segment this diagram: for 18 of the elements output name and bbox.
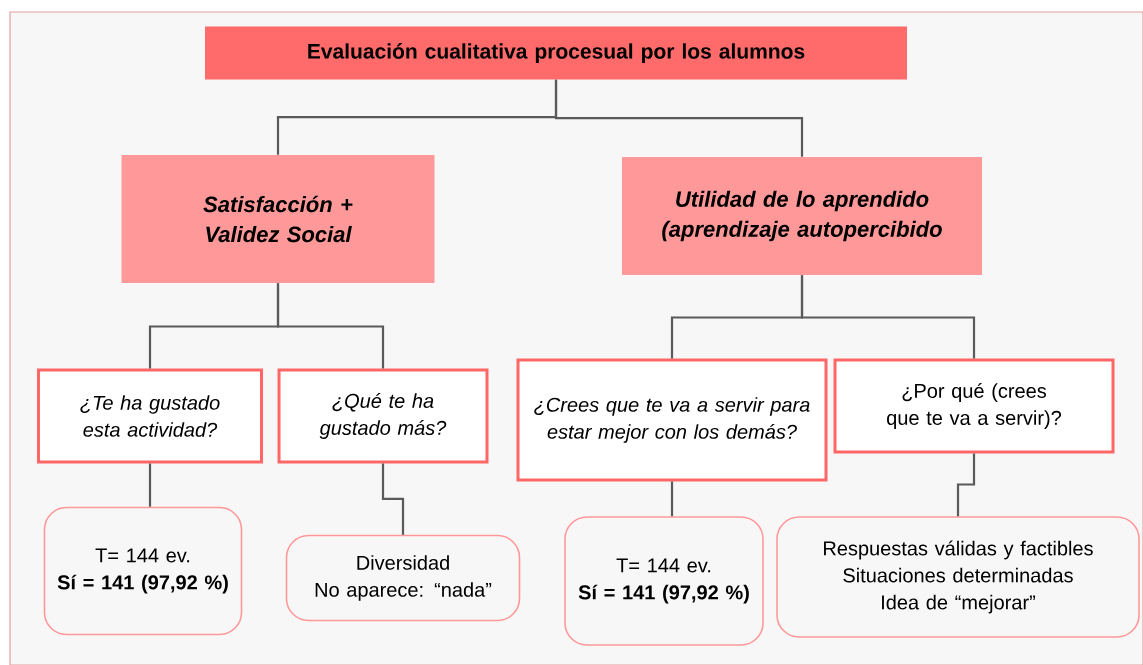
connector-line bbox=[800, 275, 976, 359]
connector-line bbox=[276, 283, 385, 369]
connector-line bbox=[554, 79, 804, 157]
title-box: Evaluación cualitativa procesual por los alumnos bbox=[205, 26, 907, 80]
connector-line bbox=[670, 481, 674, 517]
question-box: ¿Crees que te va a servir para estar mejor con los demás? bbox=[516, 358, 828, 482]
question-box: ¿Te ha gustado esta actividad? bbox=[37, 368, 263, 464]
result-box: T= 144 ev. Sí = 141 (97,92 %) bbox=[43, 506, 243, 636]
question-box: ¿Por qué (crees que te va a servir)? bbox=[833, 358, 1115, 454]
result-box: T= 144 ev. Sí = 141 (97,92 %) bbox=[564, 516, 764, 646]
result-box: Respuestas válidas y factibles Situaciones determinadas Idea de “mejorar” bbox=[776, 516, 1140, 638]
connector-line bbox=[956, 453, 976, 517]
result-box: Diversidad No aparece: “nada” bbox=[285, 534, 521, 622]
question-box: ¿Qué te ha gustado más? bbox=[277, 368, 489, 464]
category-box: Satisfacción + Validez Social bbox=[121, 155, 435, 283]
connector-line bbox=[148, 463, 152, 507]
connector-line bbox=[381, 463, 405, 535]
category-box: Utilidad de lo aprendido (aprendizaje autopercibido bbox=[622, 157, 982, 275]
